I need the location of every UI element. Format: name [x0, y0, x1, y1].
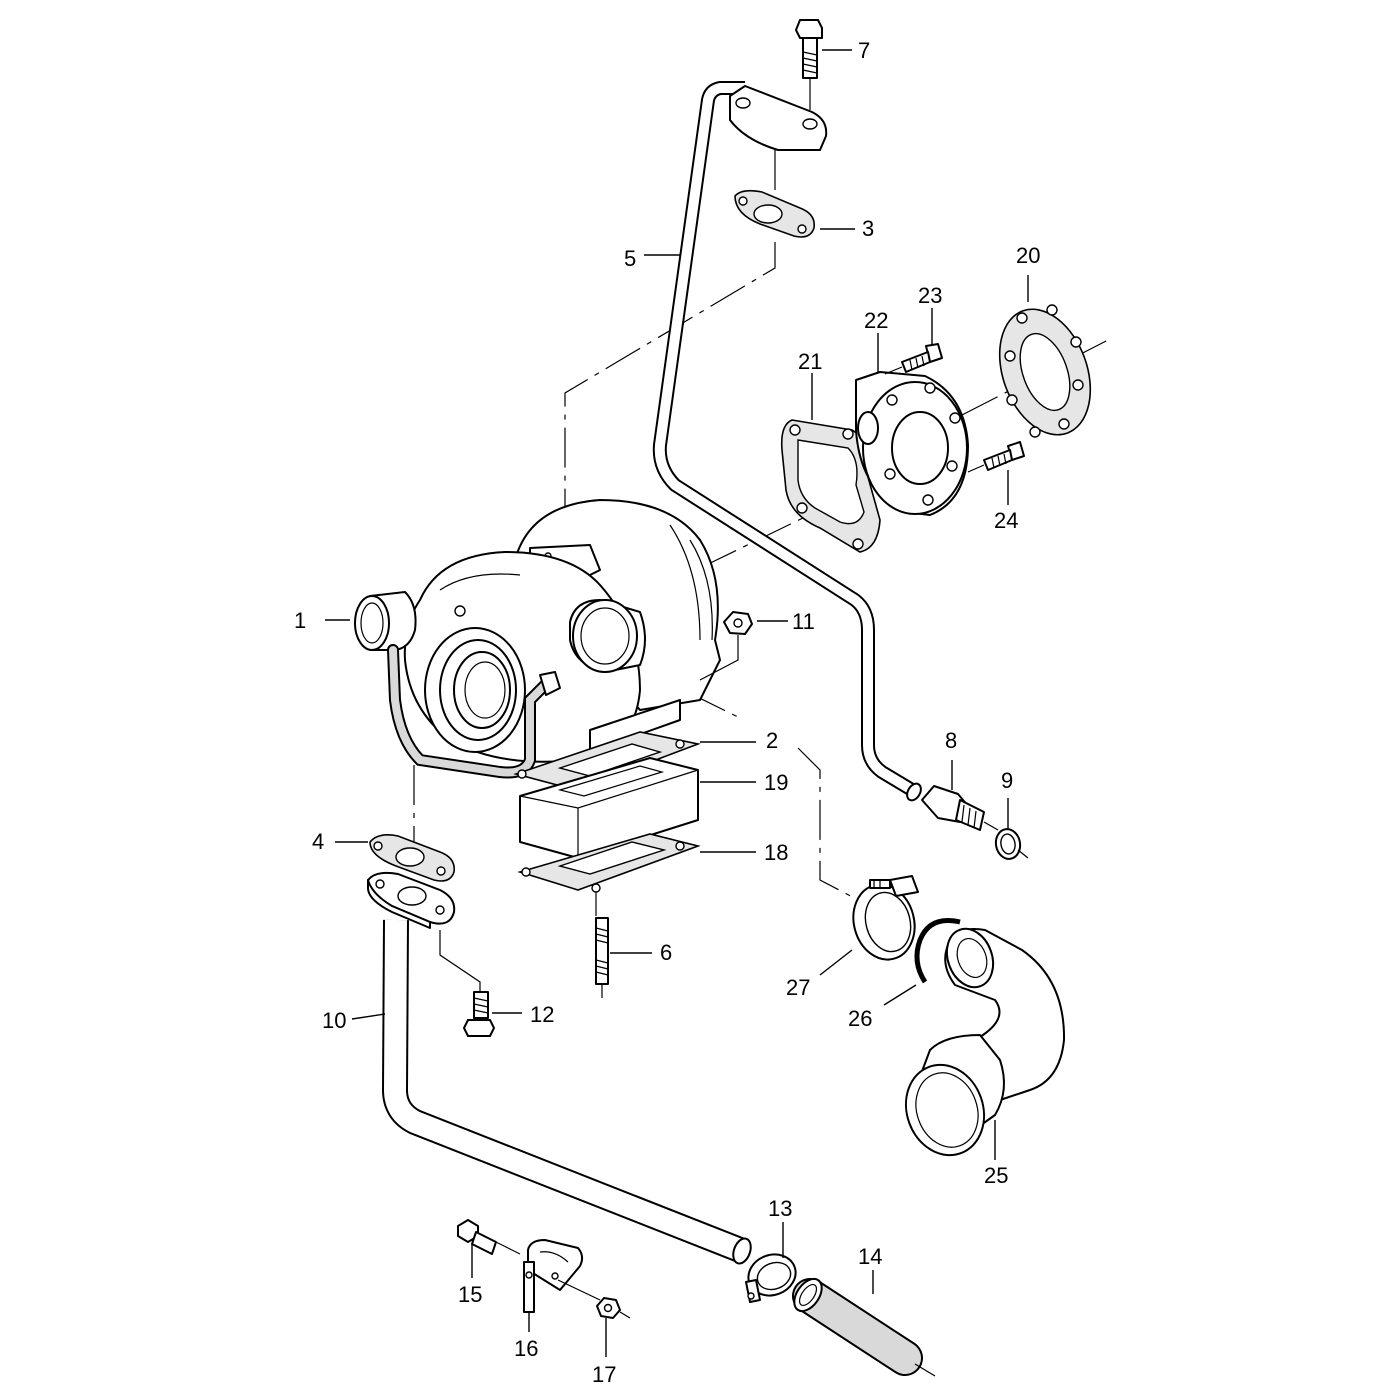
- callout-11: 11: [792, 609, 815, 634]
- oil-return-line-part-10: [367, 871, 752, 1265]
- callout-2: 2: [766, 728, 778, 753]
- callout-19: 19: [764, 770, 788, 795]
- callout-17: 17: [592, 1362, 616, 1387]
- callout-22: 22: [864, 308, 888, 333]
- callout-3: 3: [862, 216, 874, 241]
- callout-23: 23: [918, 283, 942, 308]
- callout-16: 16: [514, 1336, 538, 1361]
- elbow-pipe-part-25: [904, 927, 1066, 1157]
- callout-10: 10: [322, 1008, 346, 1033]
- callout-24: 24: [994, 508, 1018, 533]
- callout-9: 9: [1001, 768, 1013, 793]
- hose-part-14: [792, 1277, 936, 1377]
- gasket-part-3: [734, 150, 816, 238]
- screw-part-24: [967, 441, 1025, 473]
- gasket-part-21: [780, 419, 881, 553]
- gasket-part-4: [369, 834, 456, 882]
- callout-12: 12: [530, 1002, 554, 1027]
- oil-feed-line-part-5: [652, 81, 922, 802]
- callout-6: 6: [660, 940, 672, 965]
- nut-part-11: [699, 611, 753, 681]
- nut-part-17: [596, 1297, 631, 1319]
- callout-26: 26: [848, 1006, 872, 1031]
- screw-part-23: [884, 343, 943, 375]
- gasket-part-20: [998, 304, 1092, 438]
- callout-14: 14: [858, 1244, 882, 1269]
- bracket-clamp-part-16: [523, 1239, 601, 1313]
- bolt-part-12: [463, 991, 495, 1037]
- callout-15: 15: [458, 1282, 482, 1307]
- callout-27: 27: [786, 975, 810, 1000]
- stud-part-6: [595, 917, 609, 998]
- leader-lines: [325, 49, 1029, 1357]
- callout-5: 5: [624, 246, 636, 271]
- v-band-clamp-part-27: [852, 875, 919, 961]
- callout-4: 4: [312, 829, 324, 854]
- hose-clamp-part-13: [745, 1253, 797, 1303]
- callout-21: 21: [798, 349, 822, 374]
- callout-labels: 7 3 5 20 23 22 21 24 1 11 2 8 19 9 4 18 …: [294, 38, 1040, 1387]
- bolt-part-7: [795, 19, 823, 110]
- callout-13: 13: [768, 1196, 792, 1221]
- spacer-block-part-19: [519, 757, 699, 859]
- callout-20: 20: [1016, 243, 1040, 268]
- gasket-part-18: [517, 833, 701, 893]
- callout-7: 7: [858, 38, 870, 63]
- callout-25: 25: [984, 1163, 1008, 1188]
- o-ring-part-26: [914, 918, 961, 984]
- callout-18: 18: [764, 840, 788, 865]
- callout-8: 8: [945, 728, 957, 753]
- turbocharger-body-part-1: [354, 499, 721, 779]
- washer-part-9: [994, 828, 1029, 860]
- union-fitting-part-8: [921, 785, 999, 831]
- callout-1: 1: [294, 608, 306, 633]
- bolt-part-15: [457, 1219, 521, 1255]
- flange-adapter-part-22: [855, 371, 969, 516]
